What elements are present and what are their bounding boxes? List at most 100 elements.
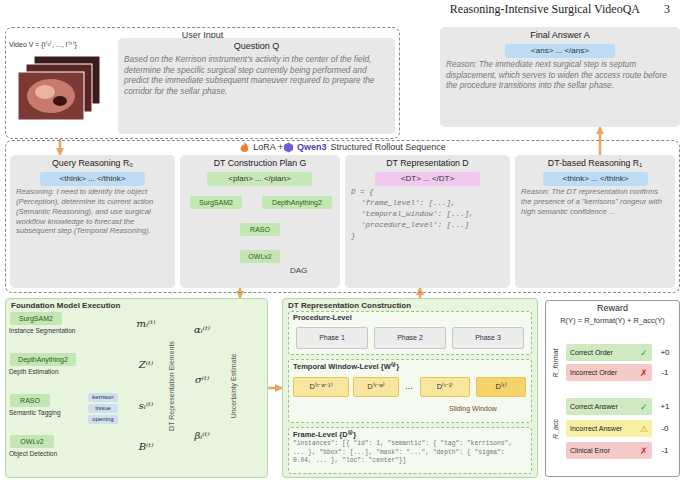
node-text: D = { <box>351 187 504 198</box>
window-box: D⁽ᵗ⁻ʷ⁻¹⁾ <box>293 377 349 397</box>
model-tag: RASO <box>10 394 50 407</box>
reward-value: -1 <box>661 368 668 377</box>
window-box: D⁽ᵗ⁻ʷ⁾ <box>353 377 399 397</box>
video-frames <box>18 56 100 120</box>
node-text: DT Representation D <box>351 158 504 168</box>
node-text: RASO <box>10 394 50 407</box>
semantic-tag: opening <box>88 415 118 424</box>
axis-label: Uncertainty Estimate <box>230 354 238 419</box>
node-text: <ans> ... </ans> <box>505 44 615 58</box>
model-tag: DepthAnything2 <box>10 353 76 366</box>
node-text: 'procedure_level': [...] <box>351 220 504 231</box>
node-text: LoRA + <box>253 142 283 152</box>
node-text: D⁽ᵗ⁾ <box>477 378 525 396</box>
level-band: Frame-Level {D⁽ᵗ⁾}"instances": [{ "id": … <box>288 427 532 474</box>
model-node: OWLv2 <box>240 250 280 263</box>
dag-label: DAG <box>290 266 307 275</box>
node-text: Procedure-Level <box>293 313 527 322</box>
qwen-icon <box>283 142 294 153</box>
ellipsis: ... <box>405 381 413 391</box>
node-text: ✗ <box>640 368 648 378</box>
axis-label: DT Representation Elements <box>168 341 176 431</box>
connector <box>599 127 602 155</box>
question-box: Question QBased on the Kerrison instrume… <box>118 38 395 134</box>
level-band: Procedure-LevelPhase 1 Phase 2 Phase 3 <box>288 311 532 355</box>
model-node: RASO <box>240 223 280 236</box>
node-text: } <box>351 231 504 242</box>
connector <box>419 288 422 298</box>
reward-row: Incorrect Answer ⚠ <box>566 420 652 437</box>
reward-value: +1 <box>660 402 669 411</box>
page-number: 3 <box>664 3 670 17</box>
node-text: D⁽ᵗ⁻ʷ⁻¹⁾ <box>294 378 348 396</box>
plan-tag: <plan> ... </plan> <box>207 172 312 186</box>
node-text: Reason: The immediate next surgical step… <box>446 60 674 92</box>
symbol: B⁽ᵗ⁾ <box>139 441 154 453</box>
answer-tag: <ans> ... </ans> <box>505 44 615 58</box>
node-text: Incorrect Order <box>570 369 617 376</box>
node-text: <DT> ... </DT> <box>375 172 480 186</box>
model-node: SurgSAM2 <box>190 196 242 209</box>
symbol: αᵢ⁽ᵗ⁾ <box>194 324 210 336</box>
connector <box>239 288 242 298</box>
model-tag: OWLv2 <box>10 435 54 448</box>
phase-box: Phase 2 <box>374 327 446 349</box>
task-label: Instance Segmentation <box>9 327 76 334</box>
node-text: OWLv2 <box>240 250 280 263</box>
node-text: Reward <box>546 303 679 313</box>
node-text: kerrison <box>88 393 118 402</box>
reward-row: Correct Answer✓ <box>566 398 652 415</box>
window-box: D⁽ᵗ⁻¹⁾ <box>420 377 470 397</box>
connector <box>268 387 282 390</box>
node-text: RASO <box>240 223 280 236</box>
model-tag: SurgSAM2 <box>10 312 62 325</box>
symbol: σ⁽ᵗ⁾ <box>195 374 209 386</box>
node-text: Reasoning: I need to identify the object… <box>16 187 169 236</box>
node-text: Frame-Level {D⁽ᵗ⁾} <box>293 429 527 439</box>
symbol: Z⁽ᵗ⁾ <box>139 359 153 371</box>
reward-term: R_acc <box>552 419 560 439</box>
symbol: mᵢ⁽ᵗ⁾ <box>137 318 156 330</box>
node-text: Correct Answer <box>570 403 618 410</box>
node-text: Phase 2 <box>375 328 445 348</box>
dt-box: DT Representation DD = {'frame_level': [… <box>345 155 510 288</box>
node-text: "instances": [{ "id": 1, "semantic": { "… <box>293 440 527 466</box>
reasoning-box: Query Reasoning R₀Reasoning: I need to i… <box>10 155 175 288</box>
node-text: Structured Rollout Sequence <box>331 142 446 152</box>
node-text: OWLv2 <box>10 435 54 448</box>
rollout-panel: LoRA +Qwen3Structured Rollout SequenceQu… <box>5 140 680 293</box>
reward-row: Incorrect Order ✗ <box>566 364 652 381</box>
node-text: Correct Order <box>570 349 613 356</box>
node-text: SurgSAM2 <box>10 312 62 325</box>
node-text: tissue <box>88 404 118 413</box>
phase-box: Phase 1 <box>296 327 368 349</box>
node-text: Final Answer A <box>446 30 674 40</box>
node-text: Incorrect Answer <box>570 425 622 432</box>
node-text: D⁽ᵗ⁻¹⁾ <box>421 378 469 396</box>
reward-row: Clinical Error✗ <box>566 442 652 459</box>
node-text: ✓ <box>640 348 648 358</box>
node-text: Phase 3 <box>453 328 523 348</box>
reward-panel: RewardR(Y) = R_format(Y) + R_acc(Y)Corre… <box>545 300 680 477</box>
reward-value: +0 <box>660 348 669 357</box>
dt-tag: <DT> ... </DT> <box>375 172 480 186</box>
task-label: Semantic Tagging <box>9 409 61 416</box>
node-text: Question Q <box>124 41 389 51</box>
node-text: SurgSAM2 <box>190 196 242 209</box>
flame-icon <box>239 142 250 153</box>
node-text: Foundation Model Execution <box>11 301 262 310</box>
page-header: Reasoning-Intensive Surgical VideoQA <box>450 3 640 17</box>
semantic-tag: tissue <box>88 404 118 413</box>
think-tag: <think> ... </think> <box>543 172 648 186</box>
reward-value: -1 <box>661 446 668 455</box>
node-text: <plan> ... </plan> <box>207 172 312 186</box>
node-text: DepthAnything2 <box>10 353 76 366</box>
model-node: DepthAnything2 <box>262 196 332 209</box>
symbol: sᵢ⁽ᵗ⁾ <box>139 400 154 412</box>
node-text: ⚠ <box>640 424 648 434</box>
node-text: DT Construction Plan G <box>186 158 334 168</box>
node-text: ✗ <box>640 446 648 456</box>
reward-value: -0 <box>661 424 668 433</box>
reward-term: R_format <box>552 349 560 378</box>
node-text: opening <box>88 415 118 424</box>
